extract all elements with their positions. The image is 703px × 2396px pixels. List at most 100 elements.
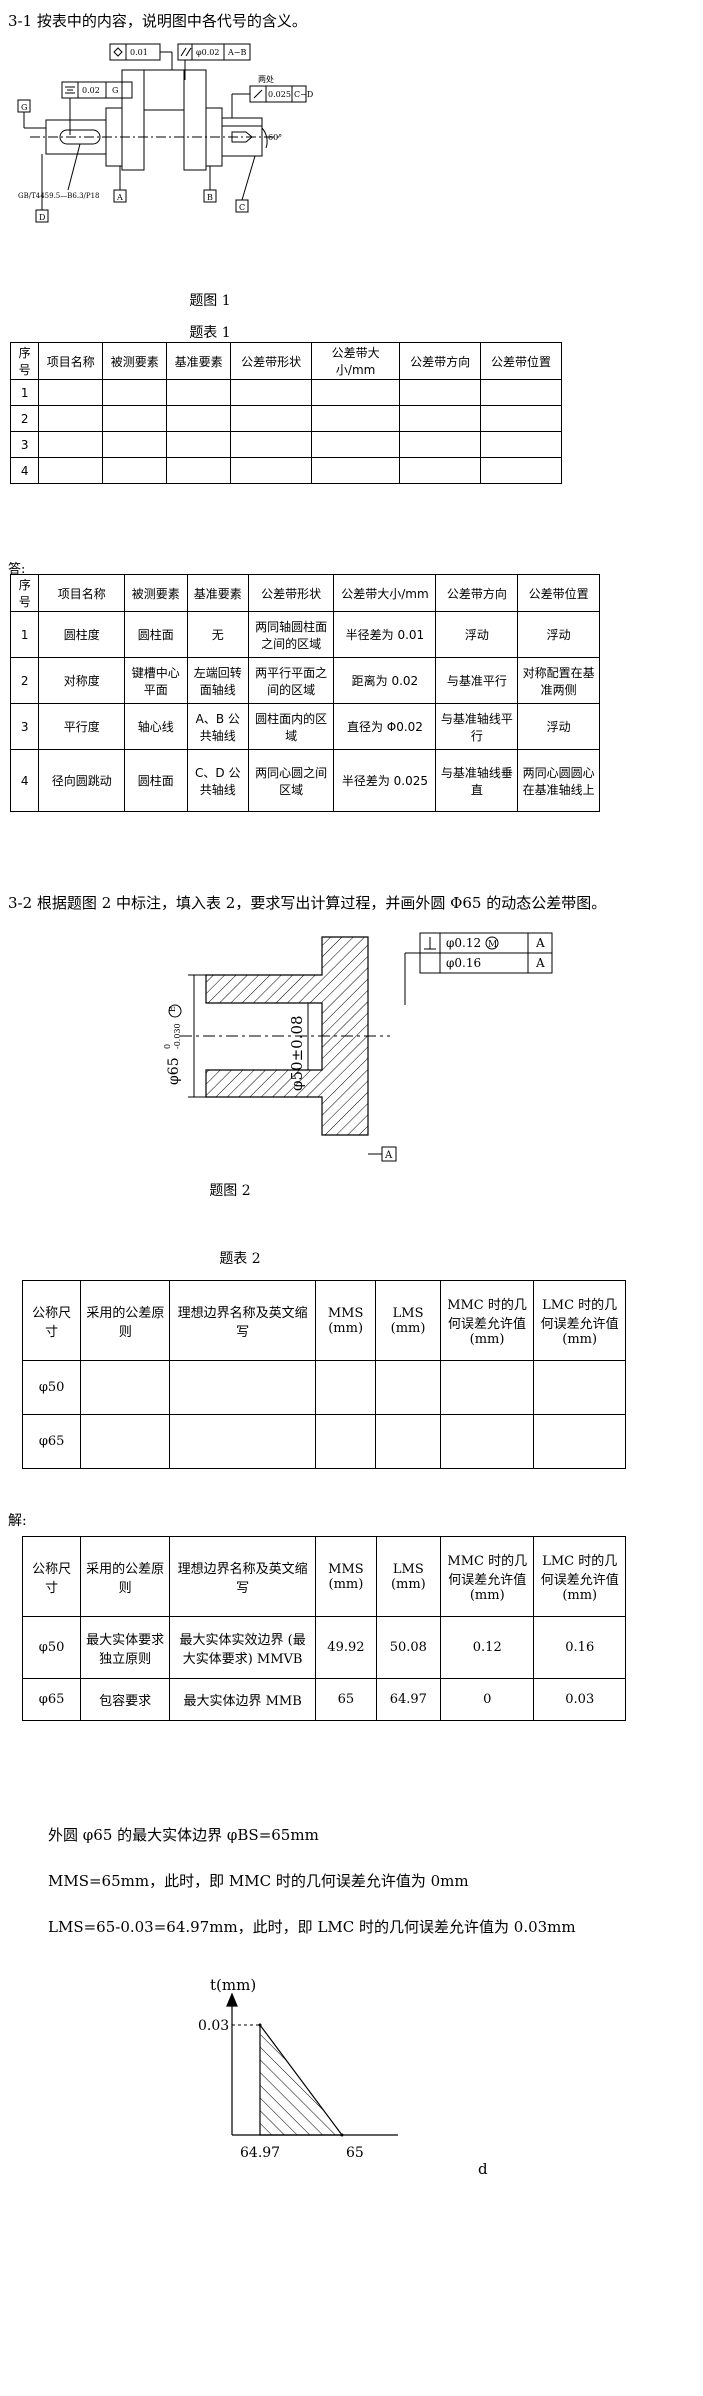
datum-a-label: A [384, 1150, 393, 1161]
fcf-runout-datum: C−D [294, 90, 313, 99]
outer-dim-label: φ65 [166, 1057, 182, 1085]
table-cell: A、B 公共轴线 [186, 703, 249, 750]
table2-caption: 题表 2 [219, 1251, 261, 1267]
table-cell: 最大实体边界 MMB [169, 1678, 317, 1721]
table-header-cell: LMC 时的几何误差允许值 (mm) [533, 1536, 626, 1617]
answer2-label: 解: [8, 1513, 27, 1529]
table-cell: 圆柱面 [123, 749, 188, 812]
table-header-cell: 公差带形状 [230, 342, 313, 380]
solution-line-3: LMS=65-0.03=64.97mm，此时，即 LMC 时的几何误差允许值为 … [48, 1918, 576, 1936]
table-cell: 0.16 [533, 1616, 626, 1679]
y-tick-label: 0.03 [198, 2018, 229, 2034]
fcf-symmetry-datum: G [112, 86, 118, 95]
envelope-symbol: E [168, 1006, 177, 1012]
table-row: 4 [9, 457, 562, 484]
table-row: φ50 [21, 1360, 626, 1415]
table-header-cell: MMC 时的几何误差允许值 (mm) [439, 1280, 535, 1361]
inner-dim-label: φ50±0.08 [288, 1015, 306, 1091]
table-row: φ65 [21, 1414, 626, 1469]
table-cell: 平行度 [38, 703, 125, 750]
table-header-cell: 序号 [9, 342, 40, 380]
fig2-caption: 题图 2 [209, 1183, 251, 1199]
fcf-runout-note: 两处 [258, 74, 274, 84]
datum-g-label: G [21, 103, 27, 112]
datum-d-label: D [39, 213, 45, 222]
table-cell: 49.92 [315, 1616, 377, 1679]
table-cell: C、D 公共轴线 [186, 749, 249, 812]
table-cell: 0 [440, 1678, 535, 1721]
x-tick-label: 64.97 [240, 2145, 280, 2161]
table-cell: 3 [9, 431, 40, 458]
table-cell: 与基准轴线垂直 [435, 749, 519, 812]
table-cell: 直径为 Φ0.02 [333, 703, 437, 750]
table-cell: 对称度 [38, 657, 125, 704]
crankshaft-drawing: 0.01 φ0.02 A−B 0.02 G 两处 0.025 C−D A B C… [17, 43, 313, 223]
table-cell: 64.97 [375, 1678, 442, 1721]
x-tick-label: 65 [346, 2145, 364, 2161]
table-header-cell: 采用的公差原则 [80, 1280, 171, 1361]
table-header-row: 公称尺寸 采用的公差原则 理想边界名称及英文缩写 MMS (mm) LMS (m… [21, 1280, 626, 1361]
table-header-row: 序号 项目名称 被测要素 基准要素 公差带形状 公差带大小/mm 公差带方向 公… [9, 342, 562, 380]
table-row: 3 [9, 431, 562, 458]
bushing-drawing: φ0.12 M A φ0.16 A A φ65 0 -0.030 E φ50±0… [163, 932, 553, 1162]
table-header-cell: 被测要素 [102, 342, 168, 380]
q2-title: 3-2 根据题图 2 中标注，填入表 2，要求写出计算过程，并画外圆 Φ65 的… [8, 894, 607, 912]
table-cell: 轴心线 [123, 703, 188, 750]
fcf2-value: φ0.16 [446, 956, 481, 970]
fig1-caption: 题图 1 [189, 293, 231, 309]
table-cell: 径向圆跳动 [38, 749, 125, 812]
outer-dim-lower: -0.030 [173, 1023, 182, 1049]
fcf1-value: φ0.12 [446, 936, 481, 950]
solution-line-2: MMS=65mm，此时，即 MMC 时的几何误差允许值为 0mm [48, 1872, 469, 1890]
tolerance-zone-area [259, 2023, 344, 2136]
table-cell: 圆柱面 [123, 611, 188, 658]
table-header-cell: 公差带大小/mm [311, 342, 401, 380]
fcf1-modifier: M [488, 940, 497, 950]
table-header-cell: 公称尺寸 [21, 1280, 82, 1361]
table-header-cell: 公称尺寸 [21, 1536, 82, 1617]
table-header-cell: MMC 时的几何误差允许值 (mm) [440, 1536, 535, 1617]
angle-label: 60° [268, 133, 282, 142]
table-cell: 4 [9, 749, 40, 812]
table-row: 2 [9, 405, 562, 432]
datum-c-label: C [239, 203, 245, 212]
table-header-cell: LMS (mm) [375, 1536, 442, 1617]
table-row: 1 [9, 379, 562, 406]
table-cell: 0.12 [440, 1616, 535, 1679]
table-cell: φ50 [21, 1616, 82, 1679]
table-cell: 浮动 [517, 703, 600, 750]
datum-b-label: B [207, 193, 213, 202]
table-header-cell: 采用的公差原则 [80, 1536, 171, 1617]
fcf-parallel-value: φ0.02 [196, 48, 219, 57]
table-cell: 浮动 [435, 611, 519, 658]
table-cell: 1 [9, 379, 40, 406]
table-header-cell: 公差带位置 [480, 342, 562, 380]
answer-table-1: 序号 项目名称 被测要素 基准要素 公差带形状 公差带大小/mm 公差带方向 公… [9, 574, 600, 812]
y-axis-arrow [226, 1992, 238, 2007]
table-header-cell: 公差带位置 [517, 574, 600, 612]
table-header-cell: 被测要素 [123, 574, 188, 612]
table-cell: 对称配置在基准两侧 [517, 657, 600, 704]
table-cell: 2 [9, 657, 40, 704]
standard-note: GB/T4459.5—B6.3/P18 [18, 192, 100, 200]
datum-a-label: A [116, 193, 123, 202]
table-cell: 两平行平面之间的区域 [247, 657, 335, 704]
table-cell: φ65 [21, 1678, 82, 1721]
table-header-cell: 公差带形状 [247, 574, 335, 612]
table-header-cell: 公差带方向 [435, 574, 519, 612]
table-cell: 1 [9, 611, 40, 658]
table-cell: 无 [186, 611, 249, 658]
y-axis-label: t(mm) [210, 1976, 256, 1994]
table-header-cell: 基准要素 [166, 342, 232, 380]
table-cell: 2 [9, 405, 40, 432]
table-header-cell: 项目名称 [38, 574, 125, 612]
table-cell: 两同心圆圆心在基准轴线上 [517, 749, 600, 812]
table-cell: 4 [9, 457, 40, 484]
table-header-cell: MMS (mm) [315, 1536, 377, 1617]
table-header-row: 序号 项目名称 被测要素 基准要素 公差带形状 公差带大小/mm 公差带方向 公… [9, 574, 600, 612]
table-cell: 3 [9, 703, 40, 750]
table1-caption: 题表 1 [189, 325, 231, 341]
